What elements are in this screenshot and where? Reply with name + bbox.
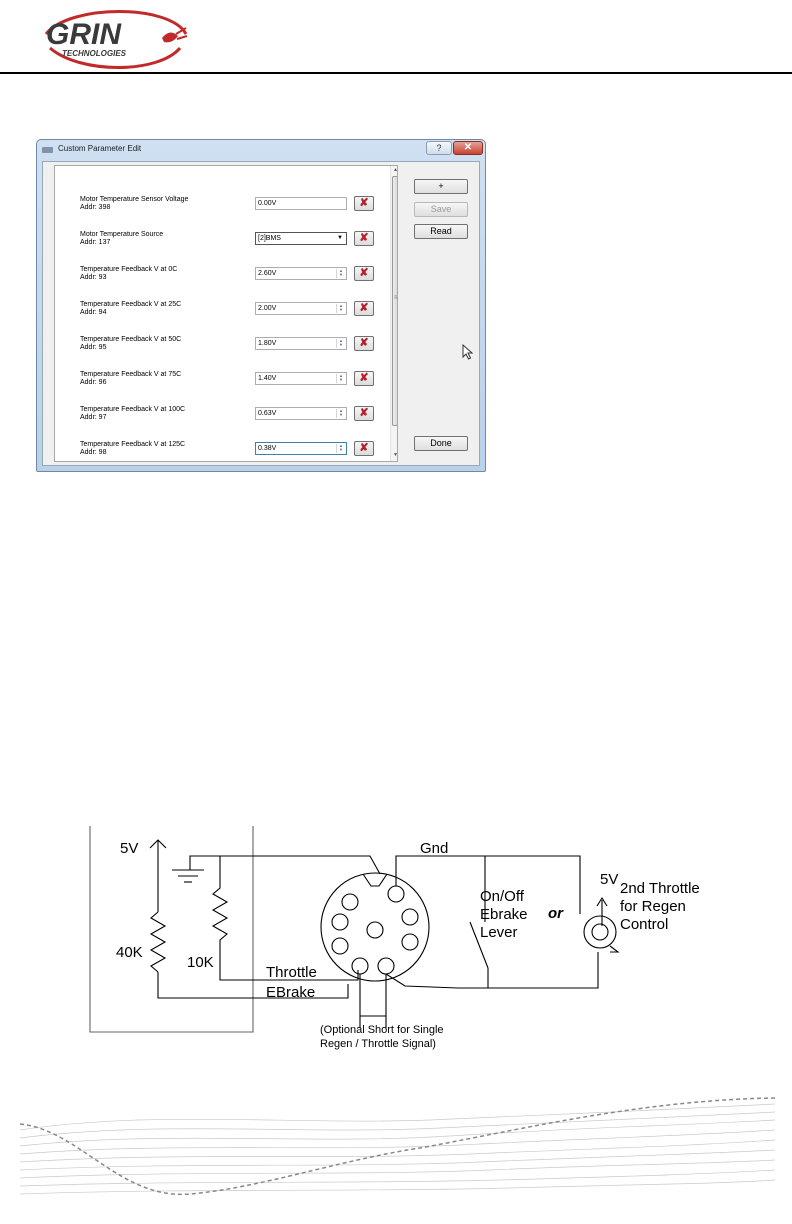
parameter-value: 2.00V: [258, 305, 277, 312]
label-or: or: [548, 905, 563, 922]
parameter-address: Addr: 97: [80, 414, 107, 421]
parameter-row: Temperature Feedback V at 100C Addr: 97 …: [55, 406, 385, 440]
close-button[interactable]: ✕: [453, 141, 483, 155]
parameter-spinner[interactable]: 1.40V ▲▼: [255, 372, 347, 385]
label-gnd: Gnd: [420, 840, 449, 857]
delete-parameter-button[interactable]: ✘: [354, 266, 374, 281]
delete-parameter-button[interactable]: ✘: [354, 196, 374, 211]
mouse-cursor-icon: [462, 344, 474, 360]
spinner-arrows-icon[interactable]: ▲▼: [336, 374, 345, 383]
parameter-address: Addr: 137: [80, 239, 111, 246]
grip-icon: ≡: [394, 295, 398, 301]
footer-wave-art: [19, 1097, 776, 1195]
brand-name: GRIN: [46, 18, 122, 51]
spinner-arrows-icon[interactable]: ▲▼: [336, 269, 345, 278]
parameter-dropdown[interactable]: [2]BMS ▼: [255, 232, 347, 245]
label-10k: 10K: [187, 954, 214, 971]
parameter-value-field[interactable]: 0.00V: [255, 197, 347, 210]
parameter-spinner[interactable]: 2.00V ▲▼: [255, 302, 347, 315]
parameter-value: 1.40V: [258, 375, 277, 382]
parameter-name: Motor Temperature Source: [80, 231, 164, 238]
note-optional-short: (Optional Short for Single: [320, 1024, 444, 1036]
add-button[interactable]: +: [414, 179, 468, 194]
parameter-row: Temperature Feedback V at 0C Addr: 93 2.…: [55, 266, 385, 300]
label-for-regen: for Regen: [620, 898, 686, 915]
spinner-arrows-icon[interactable]: ▲▼: [336, 304, 345, 313]
label-onoff: On/Off: [480, 888, 524, 905]
wiring-lines: [89, 826, 620, 1033]
scroll-up-arrow-icon[interactable]: ▲: [393, 167, 398, 173]
parameter-row: Temperature Feedback V at 25C Addr: 94 2…: [55, 301, 385, 335]
parameter-list: Motor Temperature Sensor Voltage Addr: 3…: [54, 165, 398, 462]
parameter-spinner[interactable]: 2.60V ▲▼: [255, 267, 347, 280]
parameter-name: Temperature Feedback V at 100C: [80, 406, 186, 413]
vertical-scrollbar[interactable]: ▲ ≡ ▼: [390, 166, 398, 461]
label-5v-right: 5V: [600, 871, 619, 888]
label-40k: 40K: [116, 944, 143, 961]
spinner-arrows-icon[interactable]: ▲▼: [336, 444, 345, 453]
parameter-value: 0.00V: [258, 200, 277, 207]
delete-parameter-button[interactable]: ✘: [354, 301, 374, 316]
parameter-spinner[interactable]: 1.80V ▲▼: [255, 337, 347, 350]
label-2nd-throttle: 2nd Throttle: [620, 880, 700, 897]
delete-parameter-button[interactable]: ✘: [354, 371, 374, 386]
parameter-value: 0.38V: [258, 445, 277, 452]
brand-subtitle: TECHNOLOGIES: [62, 49, 127, 58]
parameter-name: Temperature Feedback V at 0C: [80, 266, 178, 273]
dialog-title: Custom Parameter Edit: [58, 144, 142, 153]
note-regen-throttle-signal: Regen / Throttle Signal): [320, 1038, 436, 1050]
parameter-address: Addr: 94: [80, 309, 107, 316]
parameter-address: Addr: 96: [80, 379, 107, 386]
help-button[interactable]: ?: [426, 141, 452, 155]
parameter-address: Addr: 398: [80, 204, 111, 211]
dialog-titlebar[interactable]: Custom Parameter Edit ? ✕: [37, 140, 485, 160]
grin-logo: GRIN TECHNOLOGIES: [44, 10, 188, 69]
custom-parameter-dialog: Custom Parameter Edit ? ✕ Motor Temperat…: [36, 139, 486, 472]
parameter-row: Temperature Feedback V at 75C Addr: 96 1…: [55, 371, 385, 405]
delete-parameter-button[interactable]: ✘: [354, 441, 374, 456]
parameter-value: 2.60V: [258, 270, 277, 277]
wiring-diagram: 5V Gnd 40K 10K Throttle EBrake On/Off Eb…: [80, 822, 720, 1052]
parameter-name: Temperature Feedback V at 25C: [80, 301, 182, 308]
spinner-arrows-icon[interactable]: ▲▼: [336, 339, 345, 348]
parameter-name: Motor Temperature Sensor Voltage: [80, 196, 189, 203]
scroll-thumb[interactable]: ≡: [392, 176, 398, 426]
parameter-row: Motor Temperature Source Addr: 137 [2]BM…: [55, 231, 385, 265]
label-ebrake-switch: Ebrake: [480, 906, 528, 923]
parameter-value: 0.63V: [258, 410, 277, 417]
label-control: Control: [620, 916, 669, 933]
parameter-name: Temperature Feedback V at 125C: [80, 441, 186, 448]
read-button[interactable]: Read: [414, 224, 468, 239]
parameter-value: 1.80V: [258, 340, 277, 347]
delete-parameter-button[interactable]: ✘: [354, 231, 374, 246]
label-5v-left: 5V: [120, 840, 139, 857]
parameter-spinner[interactable]: 0.63V ▲▼: [255, 407, 347, 420]
parameter-name: Temperature Feedback V at 50C: [80, 336, 182, 343]
window-icon: [42, 147, 53, 153]
parameter-spinner[interactable]: 0.38V ▲▼: [255, 442, 347, 455]
parameter-address: Addr: 98: [80, 449, 107, 456]
header-rule: [0, 72, 792, 74]
scroll-down-arrow-icon[interactable]: ▼: [393, 452, 398, 458]
save-button[interactable]: Save: [414, 202, 468, 217]
dialog-client-area: Motor Temperature Sensor Voltage Addr: 3…: [42, 161, 480, 466]
parameter-address: Addr: 93: [80, 274, 107, 281]
parameter-value: [2]BMS: [258, 235, 281, 242]
parameter-row: Motor Temperature Sensor Voltage Addr: 3…: [55, 196, 385, 230]
parameter-row: Temperature Feedback V at 50C Addr: 95 1…: [55, 336, 385, 370]
delete-parameter-button[interactable]: ✘: [354, 336, 374, 351]
parameter-name: Temperature Feedback V at 75C: [80, 371, 182, 378]
label-ebrake: EBrake: [266, 984, 316, 1001]
parameter-row: Temperature Feedback V at 125C Addr: 98 …: [55, 441, 385, 461]
label-lever: Lever: [480, 924, 518, 941]
delete-parameter-button[interactable]: ✘: [354, 406, 374, 421]
dropdown-arrow-icon: ▼: [337, 235, 343, 241]
parameter-address: Addr: 95: [80, 344, 107, 351]
spinner-arrows-icon[interactable]: ▲▼: [336, 409, 345, 418]
done-button[interactable]: Done: [414, 436, 468, 451]
label-throttle: Throttle: [266, 964, 317, 981]
